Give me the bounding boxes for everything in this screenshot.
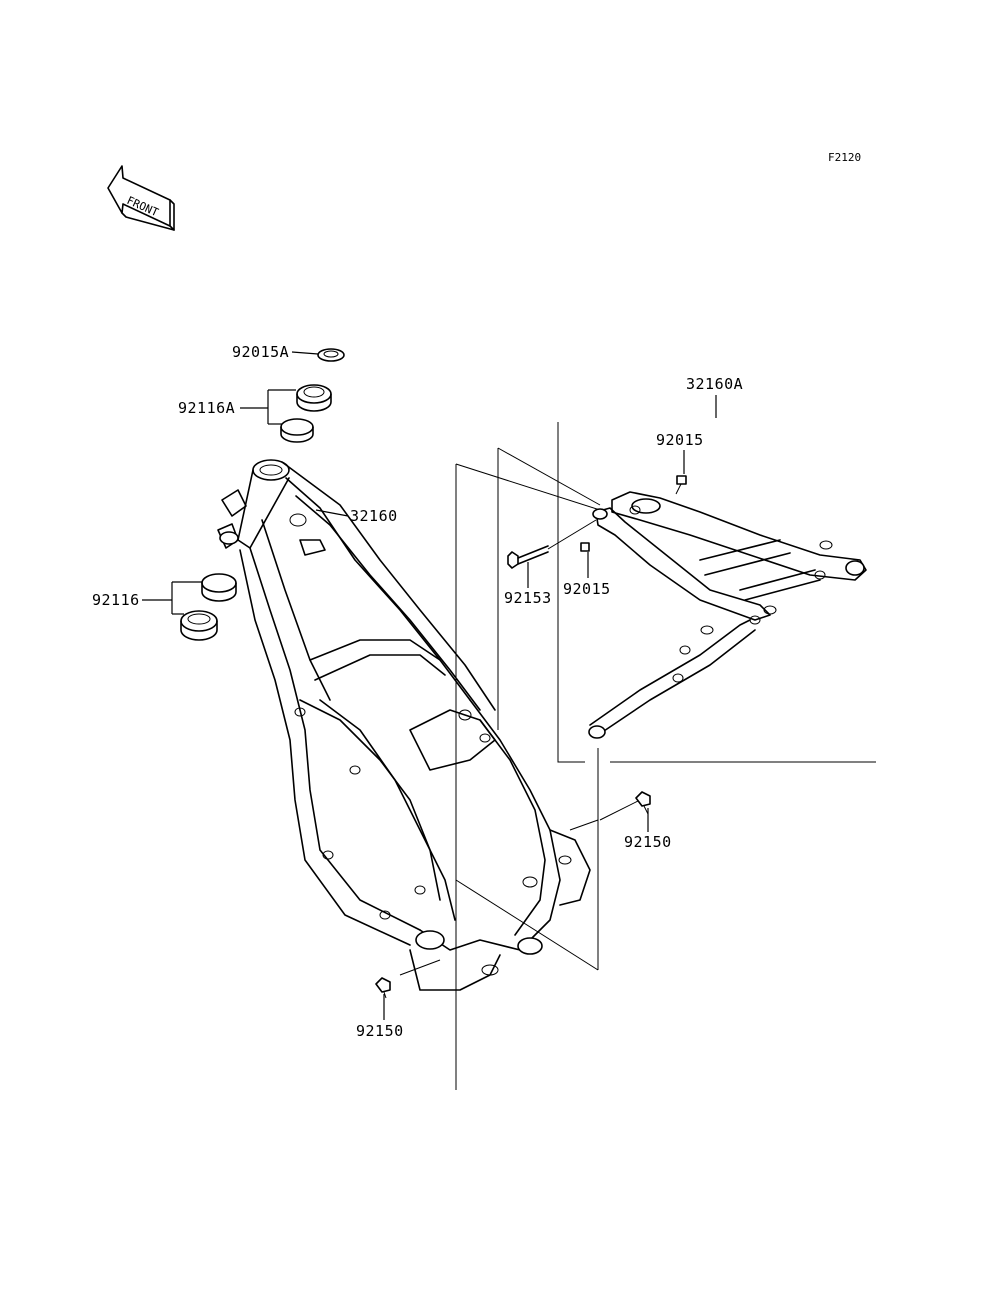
label-92116A: 92116A (178, 399, 235, 417)
guide-lines (399, 422, 876, 1090)
nut-92015-mid (580, 542, 590, 552)
bearing-lower-92116 (180, 573, 237, 641)
label-32160: 32160 (350, 507, 398, 525)
label-92150-bottom: 92150 (356, 1022, 404, 1040)
label-32160A: 32160A (686, 375, 743, 393)
sub-frame-32160A (588, 491, 867, 739)
label-92150-right: 92150 (624, 833, 672, 851)
bolt-92153 (507, 519, 597, 569)
bolt-92150-right (635, 791, 651, 815)
front-arrow-icon: FRONT (107, 165, 175, 231)
bolt-92015-top (675, 475, 687, 495)
label-92153: 92153 (504, 589, 552, 607)
drawing-code: F2120 (828, 151, 861, 164)
label-92015-top: 92015 (656, 431, 704, 449)
bolt-92150-bottom (375, 977, 391, 999)
main-frame-32160 (217, 459, 591, 991)
label-92116: 92116 (92, 591, 140, 609)
bearing-upper-92116A (280, 384, 332, 443)
stem-cap-92015A (317, 348, 345, 362)
label-92015A: 92015A (232, 343, 289, 361)
label-92015-mid: 92015 (563, 580, 611, 598)
